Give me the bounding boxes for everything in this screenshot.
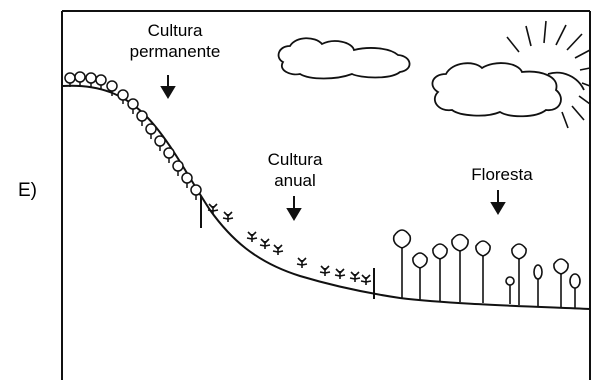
shrub-icon [85,72,97,87]
small-plant-icon [222,211,234,222]
shrub-icon [74,71,86,86]
small-plant-icon [296,257,308,268]
down-arrow-icon [490,190,506,215]
option-letter: E) [18,180,37,201]
label-cultura-permanente-line1: Cultura [147,21,203,40]
small-plant-icon [319,265,331,276]
shrub-icon [154,135,166,151]
shrub-icon [106,80,118,96]
frame [61,10,591,380]
small-plant-icon [272,244,284,255]
shrub-icon [181,172,193,188]
shrub-icon [95,74,107,90]
small-plant-icon [349,271,361,282]
small-plant-icon [259,238,271,249]
shrub-icon [145,123,157,139]
permanent-crop-bushes [64,71,202,200]
tree-icon [505,276,515,304]
tree-icon [412,252,428,300]
label-arrows [160,75,506,221]
shrub-icon [127,98,139,114]
tree-icon [533,264,543,306]
label-cultura-anual-line2: anual [274,171,316,190]
label-cultura-permanente-line2: permanente [129,42,221,61]
tree-icon [432,243,448,301]
label-floresta: Floresta [471,165,533,184]
shrub-icon [117,89,129,104]
sun-icon [506,20,591,129]
small-plant-icon [334,268,346,279]
label-cultura-permanente: Cultura permanente [110,20,240,62]
cloud-icon [431,62,562,118]
small-plant-icon [246,231,258,242]
annual-crop-plants [207,203,372,285]
shrub-icon [190,184,202,200]
forest-trees [392,229,581,308]
tree-icon [451,233,469,302]
shrub-icon [163,147,175,163]
tree-icon [475,240,491,303]
tree-icon [392,229,412,298]
label-cultura-anual-line1: Cultura [267,150,323,169]
down-arrow-icon [286,196,302,221]
small-plant-icon [207,203,219,214]
shrub-icon [136,110,148,126]
label-cultura-anual: Cultura anual [250,149,340,191]
tree-icon [511,243,527,305]
down-arrow-icon [160,75,176,99]
small-plant-icon [360,274,372,285]
cloud-icon [277,37,411,80]
tree-icon [553,258,569,307]
shrub-icon [172,160,184,176]
tree-icon [569,273,581,308]
